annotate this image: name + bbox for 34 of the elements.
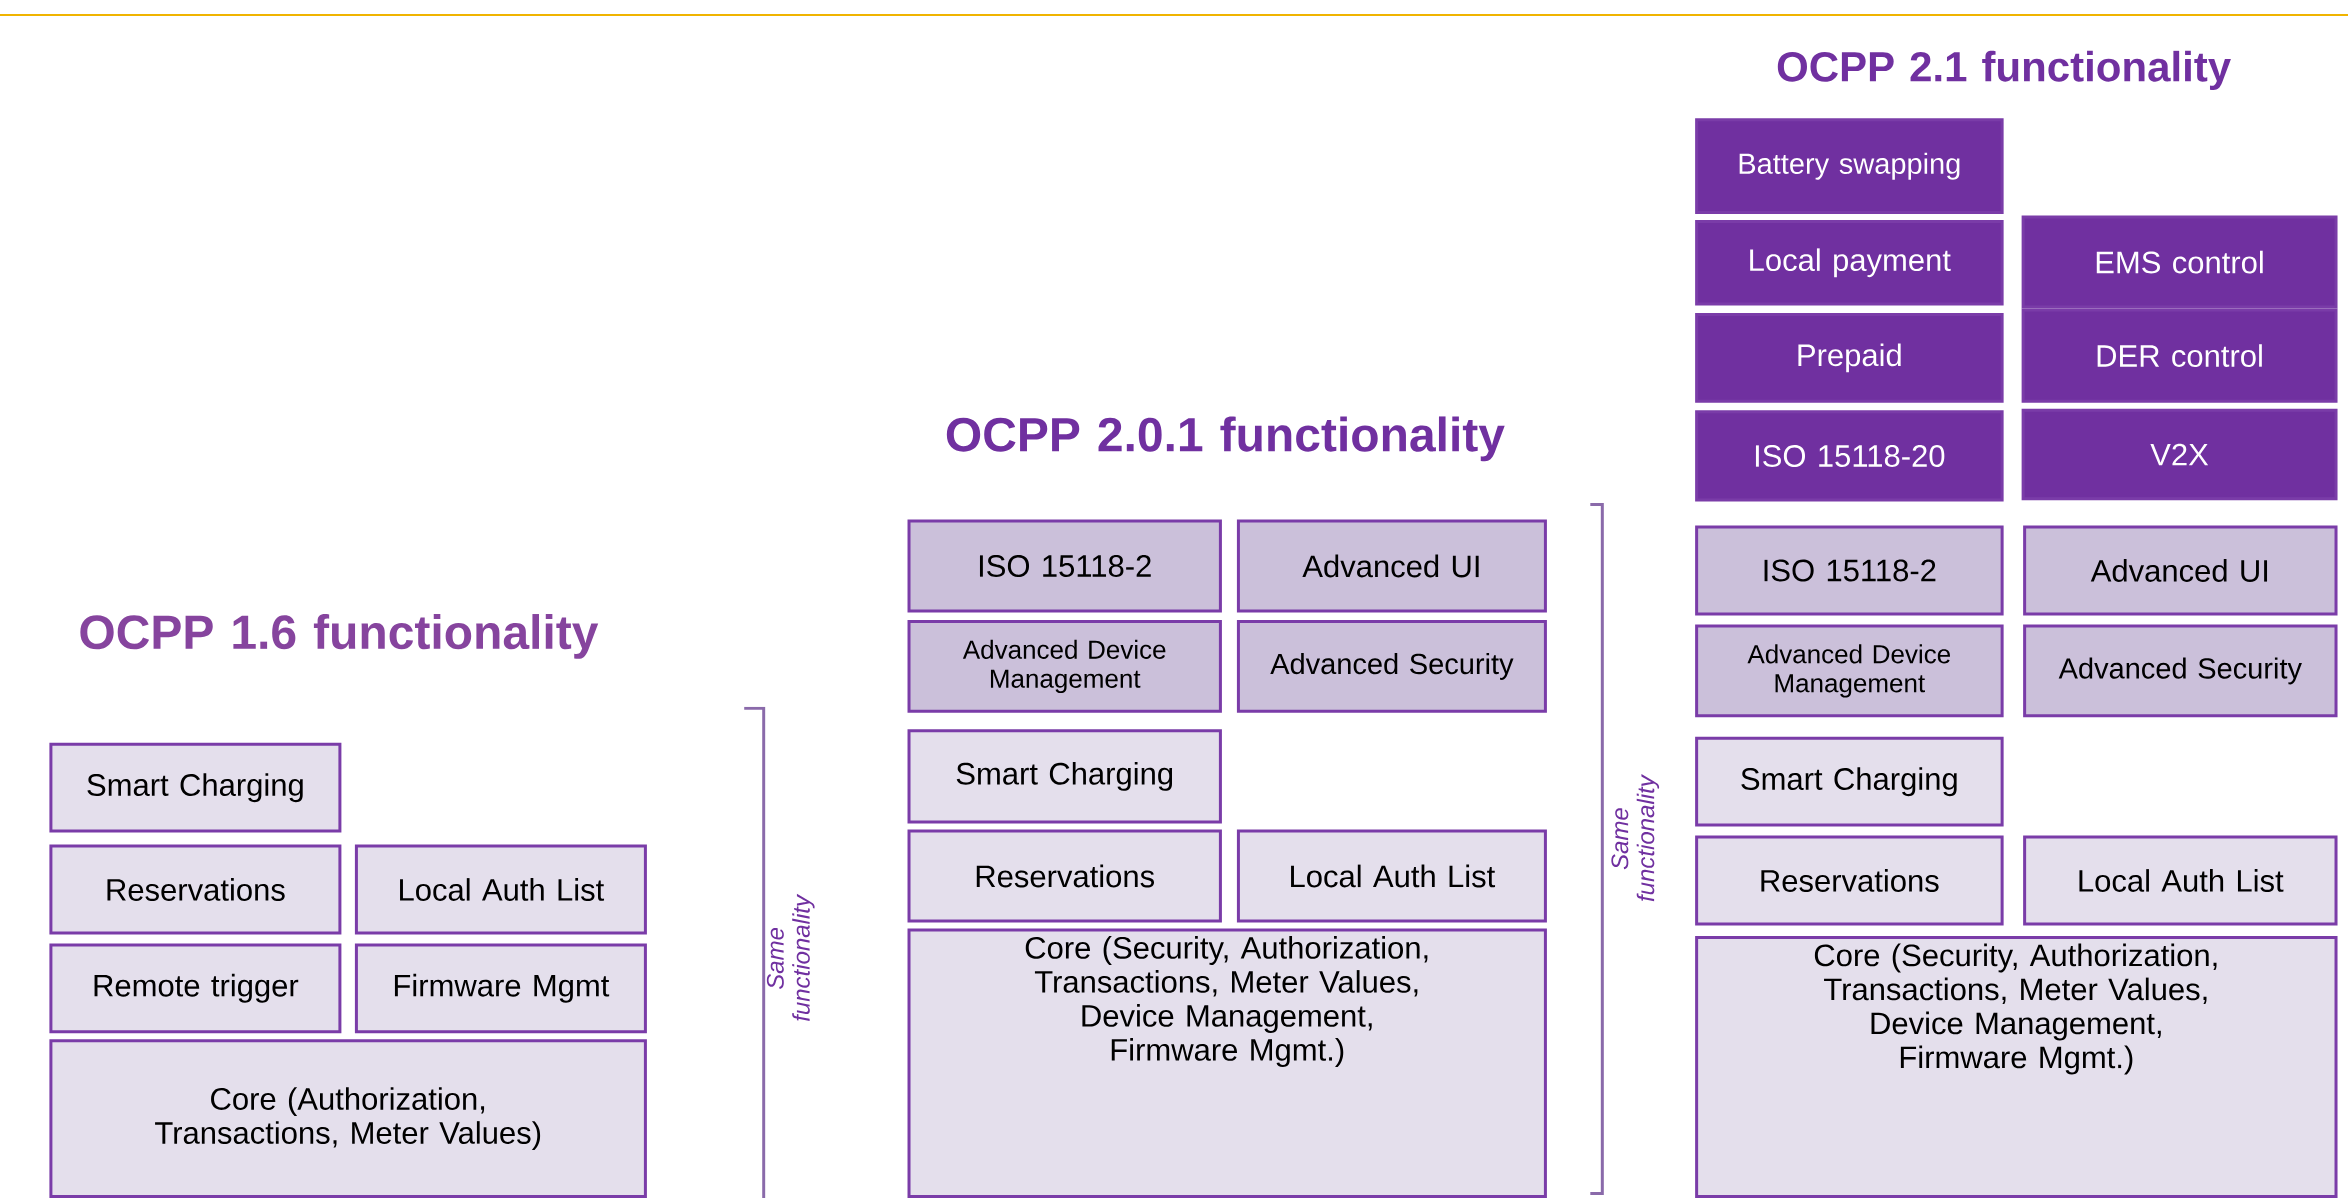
feature-box: Reservations: [49, 844, 342, 935]
feature-box: Battery swapping: [1695, 118, 2004, 215]
feature-box: Local Auth List: [354, 844, 647, 935]
feature-box: ISO 15118-20: [1695, 410, 2004, 502]
bracket-label: Same functionality: [1611, 774, 1660, 902]
feature-box: Advanced UI: [2023, 525, 2338, 616]
feature-box: Firmware Mgmt: [354, 943, 647, 1034]
section-title: OCPP 2.1 functionality: [1777, 50, 2231, 90]
section-title: OCPP 2.0.1 functionality: [946, 416, 1505, 462]
feature-box: Prepaid: [1695, 313, 2004, 403]
feature-box: Reservations: [1695, 835, 2004, 926]
feature-box: Reservations: [907, 829, 1222, 923]
feature-box: Core (Security, Authorization, Transactions, Meter Values, Device Management, Firmware Mgmt.): [907, 928, 1547, 1198]
feature-box: Core (Authorization, Transactions, Meter Values): [49, 1039, 647, 1198]
feature-box: Advanced Security: [2023, 624, 2338, 718]
feature-box: Local payment: [1695, 220, 2004, 306]
feature-box: Advanced Device Management: [1695, 624, 2004, 718]
feature-box: DER control: [2021, 308, 2338, 403]
feature-box: Smart Charging: [907, 729, 1222, 824]
feature-box: Advanced UI: [1236, 519, 1547, 613]
section-title: OCPP 1.6 functionality: [80, 614, 599, 659]
feature-box: Local Auth List: [1236, 829, 1547, 923]
bracket-label: Same functionality: [766, 893, 815, 1021]
feature-box: ISO 15118-2: [907, 519, 1222, 613]
feature-box: Local Auth List: [2023, 835, 2338, 926]
feature-box: Remote trigger: [49, 943, 342, 1034]
feature-box: Advanced Security: [1236, 619, 1547, 713]
feature-box: Core (Security, Authorization, Transactions, Meter Values, Device Management, Firmware Mgmt.): [1695, 935, 2338, 1198]
feature-box: V2X: [2021, 408, 2338, 501]
feature-box: ISO 15118-2: [1695, 525, 2004, 616]
feature-box: EMS control: [2021, 215, 2338, 309]
feature-box: Smart Charging: [49, 742, 342, 833]
feature-box: Smart Charging: [1695, 736, 2004, 827]
feature-box: Advanced Device Management: [907, 619, 1222, 713]
